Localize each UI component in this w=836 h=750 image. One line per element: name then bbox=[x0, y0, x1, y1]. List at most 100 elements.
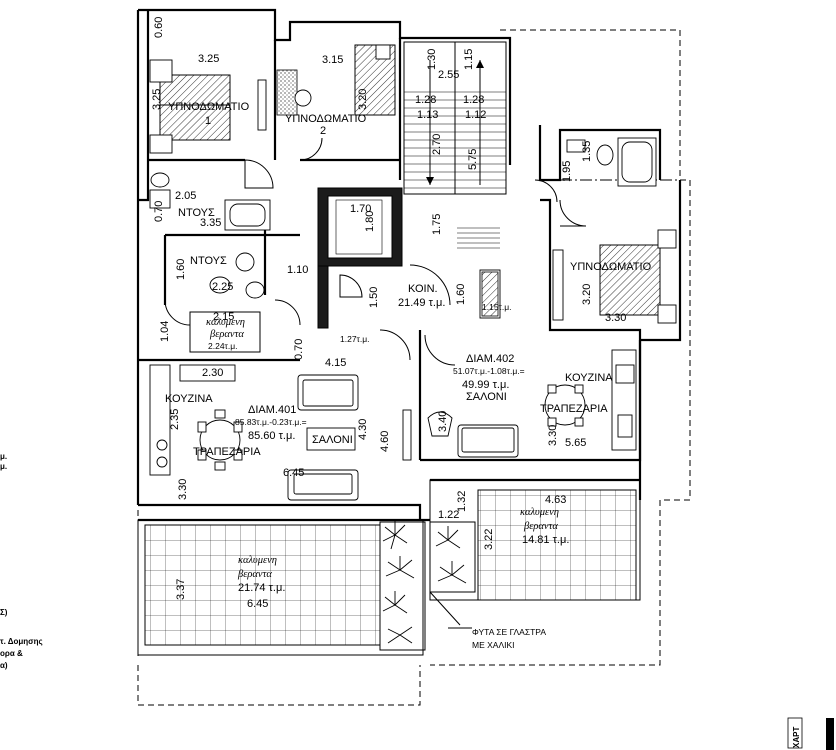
apt402-title: ΔΙΑΜ.402 bbox=[466, 353, 514, 365]
dim-stair-128b: 1.28 bbox=[463, 94, 484, 106]
bedroom1-label: ΥΠΝΟΔΩΜΑΤΙΟ bbox=[168, 101, 250, 113]
dim-common-160: 1.60 bbox=[455, 284, 467, 305]
dim-bed1-h: 3.25 bbox=[151, 89, 163, 110]
dim-r-320: 3.20 bbox=[581, 284, 593, 305]
bedroom2-number: 2 bbox=[320, 125, 326, 137]
dim-bed2-w: 3.15 bbox=[322, 54, 343, 66]
dim-r-330: 3.30 bbox=[605, 312, 626, 324]
notes: ΦΥΤΑ ΣΕ ΓΛΑΣΤΡΑ ΜΕ ΧΑΛΙΚΙ μ. μ. Σ) τ. Δο… bbox=[0, 452, 834, 750]
dim-stair-130: 1.30 bbox=[426, 49, 438, 70]
dimension-labels: 3.25 3.15 0.60 1.30 2.55 1.15 1.28 1.28 … bbox=[151, 17, 626, 610]
common-label: ΚΟΙΝ. bbox=[408, 283, 438, 295]
dim-ver-104: 1.04 bbox=[159, 321, 171, 342]
dim-lift-150: 1.50 bbox=[368, 287, 380, 308]
stair-arrows bbox=[426, 60, 484, 185]
kitchen-left-label: ΚΟΥΖΙΝΑ bbox=[165, 393, 213, 405]
dim-liv-330: 3.30 bbox=[177, 479, 189, 500]
plants-note-1: ΦΥΤΑ ΣΕ ΓΛΑΣΤΡΑ bbox=[472, 627, 546, 637]
veranda-labels: καλυμενη βεραντα 2.24τ.μ. καλυμενη βεραν… bbox=[206, 317, 569, 594]
dim-stair-113: 1.13 bbox=[417, 109, 438, 121]
dim-rv-322: 3.22 bbox=[483, 529, 495, 550]
dim-liv-645a: 6.45 bbox=[283, 467, 304, 479]
living-right-label: ΣΑΛΟΝΙ bbox=[466, 391, 507, 403]
veranda-small-name: καλυμενη bbox=[206, 317, 245, 328]
apt402-calc: 51.07τ.μ.-1.08τ.μ.= bbox=[453, 366, 525, 376]
dim-ver-337: 3.37 bbox=[175, 579, 187, 600]
dim-060: 0.60 bbox=[153, 17, 165, 38]
lift-area: 1.27τ.μ. bbox=[340, 334, 370, 344]
bed-2 bbox=[276, 44, 396, 116]
dining-right-label: ΤΡΑΠΕΖΑΡΙΑ bbox=[540, 403, 608, 415]
doors bbox=[164, 137, 587, 366]
dim-liv-430: 4.30 bbox=[357, 419, 369, 440]
dim-r-195: 1.95 bbox=[561, 161, 573, 182]
bed-1 bbox=[149, 59, 267, 154]
dim-rv-132: 1.32 bbox=[456, 491, 468, 512]
living-left-label: ΣΑΛΟΝΙ bbox=[312, 434, 353, 446]
veranda-bl-area: 21.74 τ.μ. bbox=[238, 582, 285, 594]
bed-right bbox=[552, 229, 677, 324]
left-margin-5: ορα & bbox=[0, 649, 23, 658]
veranda-bottom-left bbox=[137, 519, 424, 656]
left-apartment-furniture bbox=[149, 364, 412, 501]
dim-stair-115: 1.15 bbox=[463, 49, 475, 70]
dim-bed2-h: 3.20 bbox=[357, 89, 369, 110]
dim-core-170: 1.70 bbox=[350, 203, 371, 215]
apt401-title: ΔΙΑΜ.401 bbox=[248, 404, 296, 416]
bedroom2-label: ΥΠΝΟΔΩΜΑΤΙΟ bbox=[285, 113, 367, 125]
dim-r-340: 3.40 bbox=[437, 411, 449, 432]
left-margin-6: α) bbox=[0, 661, 8, 670]
veranda-br-name2: βεραντα bbox=[523, 521, 558, 532]
dim-r-135: 1.35 bbox=[581, 141, 593, 162]
dim-kit-235: 2.35 bbox=[169, 409, 181, 430]
staircase bbox=[403, 41, 507, 195]
left-margin-3: Σ) bbox=[0, 608, 8, 617]
dim-bed1-w: 3.25 bbox=[198, 53, 219, 65]
common-area: 21.49 τ.μ. bbox=[398, 297, 445, 309]
kitchen-right-label: ΚΟΥΖΙΝΑ bbox=[565, 372, 613, 384]
dim-liv-460: 4.60 bbox=[379, 431, 391, 452]
dim-ver-645b: 6.45 bbox=[247, 598, 268, 610]
dim-stair-255: 2.55 bbox=[438, 69, 459, 81]
dim-stair-112: 1.12 bbox=[465, 109, 486, 121]
dim-stair-175: 1.75 bbox=[431, 214, 443, 235]
dim-liv-415: 4.15 bbox=[325, 357, 346, 369]
apt401-calc: 85.83τ.μ.-0.23τ.μ.= bbox=[235, 417, 307, 427]
apt401-area: 85.60 τ.μ. bbox=[248, 430, 295, 442]
dim-bath-070: 0.70 bbox=[153, 201, 165, 222]
veranda-small-name2: βεραντα bbox=[209, 329, 244, 340]
dim-bath-205: 2.05 bbox=[175, 190, 196, 202]
plants-note-2: ΜΕ ΧΑΛΙΚΙ bbox=[472, 640, 515, 650]
left-margin-1: μ. bbox=[0, 452, 7, 461]
apt402-area: 49.99 τ.μ. bbox=[462, 379, 509, 391]
apartment-labels: ΔΙΑΜ.401 85.83τ.μ.-0.23τ.μ.= 85.60 τ.μ. … bbox=[235, 353, 525, 442]
left-margin-4: τ. Δομησης bbox=[0, 637, 43, 646]
lift-core bbox=[317, 187, 403, 329]
dim-corr-110: 1.10 bbox=[287, 264, 308, 276]
bedroom-right-label: ΥΠΝΟΔΩΜΑΤΙΟ bbox=[570, 261, 652, 273]
room-labels: ΥΠΝΟΔΩΜΑΤΙΟ 1 ΥΠΝΟΔΩΜΑΤΙΟ 2 ΥΠΝΟΔΩΜΑΤΙΟ … bbox=[165, 101, 652, 458]
dim-r-565: 5.65 bbox=[565, 437, 586, 449]
dim-stair-128a: 1.28 bbox=[415, 94, 436, 106]
dim-bath-335: 3.35 bbox=[200, 217, 221, 229]
storage-area: 1.15τ.μ. bbox=[482, 302, 512, 312]
veranda-small bbox=[189, 311, 261, 353]
dim-stair-270: 2.70 bbox=[431, 134, 443, 155]
bathroom-fixtures bbox=[149, 137, 657, 299]
veranda-br-name: καλυμενη bbox=[520, 507, 559, 518]
veranda-br-area: 14.81 τ.μ. bbox=[522, 534, 569, 546]
shower1-label: ΝΤΟΥΣ bbox=[178, 207, 215, 219]
veranda-bl-name: καλυμενη bbox=[238, 555, 277, 566]
shower2-label: ΝΤΟΥΣ bbox=[190, 255, 227, 267]
sheet-tag: ΧΑΡΤ bbox=[792, 727, 801, 748]
veranda-small-area: 2.24τ.μ. bbox=[208, 341, 238, 351]
dim-liv-070: 0.70 bbox=[293, 339, 305, 360]
dim-core-180: 1.80 bbox=[364, 211, 376, 232]
dim-rv-463: 4.63 bbox=[545, 494, 566, 506]
bedroom1-number: 1 bbox=[205, 115, 211, 127]
dim-rv-122: 1.22 bbox=[438, 509, 459, 521]
veranda-bottom-right bbox=[429, 479, 641, 601]
dim-stair-575: 5.75 bbox=[467, 149, 479, 170]
planters bbox=[379, 521, 476, 651]
